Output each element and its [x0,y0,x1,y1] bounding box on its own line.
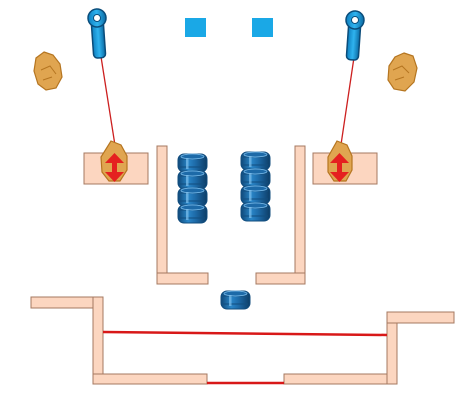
square-marker-icon[interactable] [252,18,273,37]
cannon-icon[interactable] [87,8,108,59]
square-marker-icon[interactable] [185,18,206,37]
barrel-icon[interactable] [177,204,208,224]
barrel-icon[interactable] [220,290,251,310]
support-line-top[interactable] [102,330,388,337]
rope-left[interactable] [98,43,118,159]
wall-right-foot[interactable] [255,272,306,285]
rock-icon[interactable] [33,51,63,91]
ledge-left[interactable] [30,296,104,309]
rope-right[interactable] [338,43,357,159]
barrel-stack-left[interactable] [177,153,208,224]
up-down-arrow-icon[interactable] [330,153,349,182]
cannon-icon[interactable] [343,10,365,61]
barrel-icon[interactable] [240,151,271,171]
barrel-stack-right[interactable] [240,151,271,222]
wall-right-vertical[interactable] [294,145,306,285]
barrel-icon[interactable] [240,168,271,188]
barrel-icon[interactable] [177,170,208,190]
wall-left-foot[interactable] [156,272,209,285]
barrel-icon[interactable] [177,153,208,173]
ledge-right[interactable] [386,311,455,324]
barrel-icon[interactable] [177,187,208,207]
barrel-icon[interactable] [240,185,271,205]
wall-left-vertical[interactable] [156,145,168,285]
container-floor-right[interactable] [283,373,398,385]
rock-icon[interactable] [387,52,418,92]
up-down-arrow-icon[interactable] [105,153,124,182]
container-floor-left[interactable] [92,373,208,385]
barrel-icon[interactable] [240,202,271,222]
container-wall-left[interactable] [92,296,104,385]
